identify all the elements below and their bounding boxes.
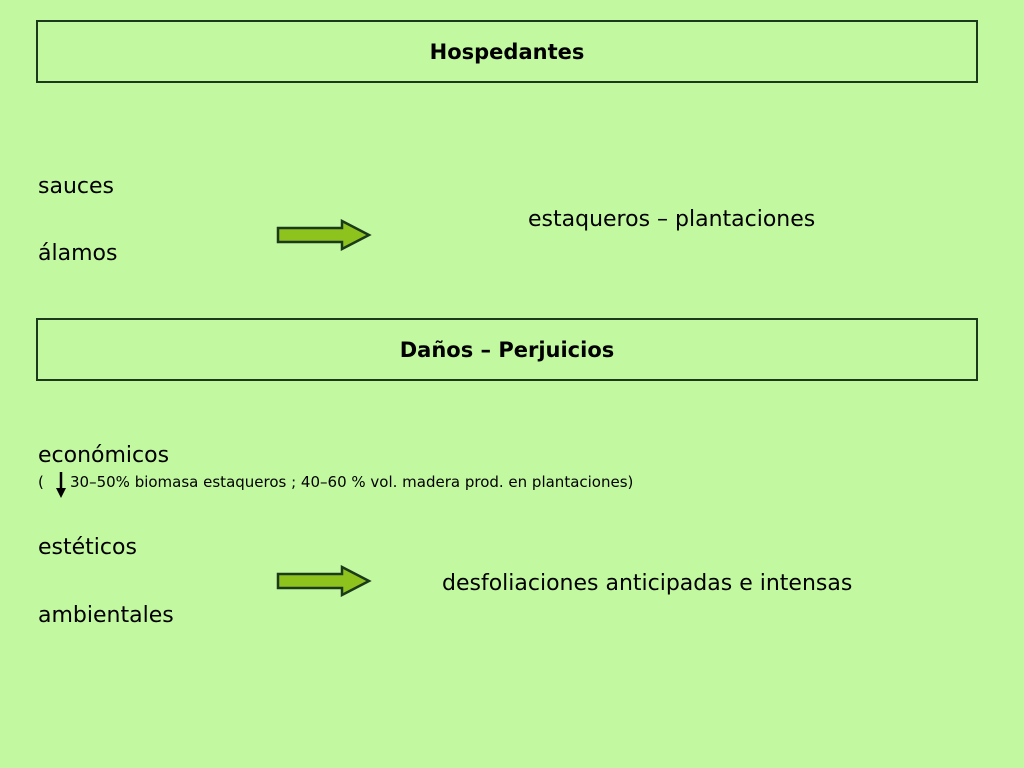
- detail-open-paren: (: [38, 473, 44, 491]
- danos-header-box: Daños – Perjuicios: [36, 318, 978, 381]
- economicos-detail: 30–50% biomasa estaqueros ; 40–60 % vol.…: [70, 473, 634, 491]
- right-arrow-icon: [276, 565, 372, 597]
- hospedantes-header-box: Hospedantes: [36, 20, 978, 83]
- item-economicos: económicos: [38, 443, 170, 468]
- hospedantes-result: estaqueros – plantaciones: [528, 207, 816, 232]
- item-esteticos: estéticos: [38, 535, 137, 560]
- right-arrow-icon: [276, 219, 372, 251]
- danos-title: Daños – Perjuicios: [399, 337, 615, 362]
- down-arrow-icon: [56, 472, 66, 498]
- danos-result: desfoliaciones anticipadas e intensas: [442, 571, 853, 596]
- item-ambientales: ambientales: [38, 603, 174, 628]
- item-alamos: álamos: [38, 241, 118, 266]
- hospedantes-title: Hospedantes: [429, 39, 585, 64]
- item-sauces: sauces: [38, 174, 114, 199]
